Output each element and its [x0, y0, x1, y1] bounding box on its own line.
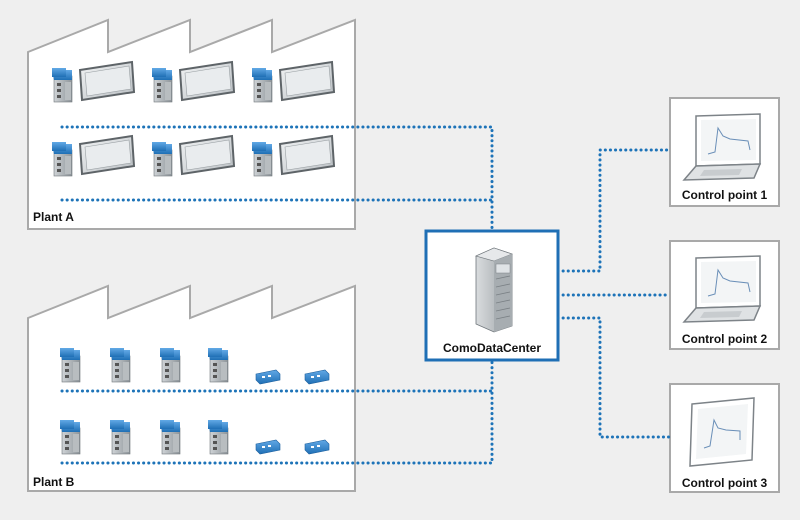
line-plant-b-row-2	[60, 358, 494, 465]
daq-module-icon	[207, 419, 229, 455]
line-plant-a-row-1	[60, 125, 494, 233]
daq-module-icon	[59, 347, 81, 383]
daq-module-icon	[159, 419, 181, 455]
control-point-3-label: Control point 3	[681, 476, 768, 490]
plant-a-label: Plant A	[33, 210, 74, 224]
plant-b-label: Plant B	[33, 475, 75, 489]
line-control-point-1	[556, 148, 672, 273]
daq-module-icon	[159, 347, 181, 383]
tablet-icon	[689, 397, 755, 467]
laptop-icon	[683, 113, 761, 181]
daq-module-icon	[109, 347, 131, 383]
laptop-icon	[683, 255, 761, 323]
control-point-1-label: Control point 1	[681, 188, 768, 202]
daq-module-icon	[207, 347, 229, 383]
line-control-point-3	[556, 316, 672, 439]
plant-a-building	[27, 18, 356, 230]
plant-b-building	[27, 284, 356, 492]
daq-module-icon	[109, 419, 131, 455]
control-point-2-label: Control point 2	[681, 332, 768, 346]
daq-module-icon	[59, 419, 81, 455]
connection-lines	[60, 125, 672, 465]
server-rack-icon	[475, 247, 513, 333]
comodatacenter-label: ComoDataCenter	[442, 341, 541, 355]
